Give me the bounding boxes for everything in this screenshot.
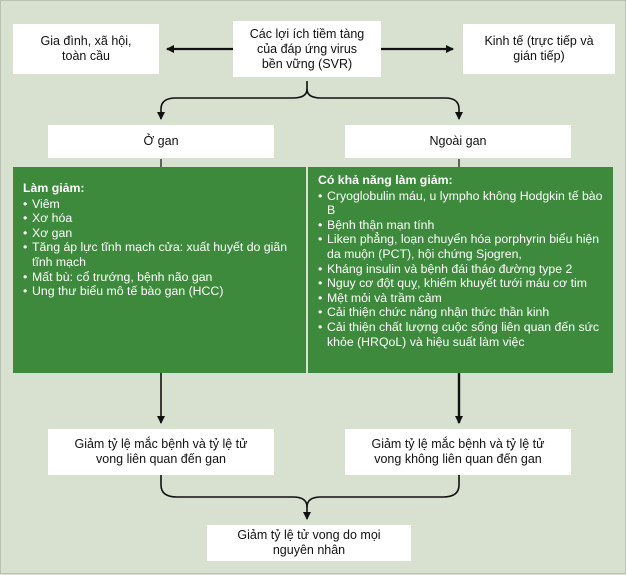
liver-benefits-list: ViêmXơ hóaXơ ganTăng áp lực tĩnh mạch cử… xyxy=(23,197,296,299)
benefit-item: Cryoglobulin máu, u lympho không Hodgkin… xyxy=(318,189,605,218)
benefit-item: Mất bù: cổ trướng, bệnh não gan xyxy=(23,270,296,285)
benefit-item: Cải thiện chất lượng cuộc sống liên quan… xyxy=(318,320,605,349)
merge-curve xyxy=(160,475,311,520)
benefit-item: Viêm xyxy=(23,197,296,212)
split-curve xyxy=(157,81,308,120)
benefit-item: Nguy cơ đột quỵ, khiếm khuyết tưới máu c… xyxy=(318,276,605,291)
benefit-item: Liken phẳng, loạn chuyển hóa porphyrin b… xyxy=(318,232,605,261)
benefit-item: Xơ gan xyxy=(23,226,296,241)
liver-benefits-panel: Làm giảm: ViêmXơ hóaXơ ganTăng áp lực tĩ… xyxy=(13,167,306,373)
extrahepatic-label-box: Ngoài gan xyxy=(345,125,571,158)
benefit-item: Kháng insulin và bệnh đái tháo đường typ… xyxy=(318,262,605,277)
family-society-box: Gia đình, xã hội,toàn cầu xyxy=(13,24,159,74)
benefit-item: Tăng áp lực tĩnh mạch cửa: xuất huyết do… xyxy=(23,240,296,269)
benefit-item: Bệnh thận mạn tính xyxy=(318,218,605,233)
extrahepatic-benefits-list: Cryoglobulin máu, u lympho không Hodgkin… xyxy=(318,189,605,350)
extra-panel-heading: Có khả năng làm giảm: xyxy=(318,173,453,187)
benefit-item: Xơ hóa xyxy=(23,211,296,226)
benefit-item: Mệt mỏi và trầm cảm xyxy=(318,291,605,306)
benefit-item: Ung thư biểu mô tế bào gan (HCC) xyxy=(23,284,296,299)
liver-label-box: Ở gan xyxy=(48,125,274,158)
extrahepatic-benefits-panel: Có khả năng làm giảm: Cryoglobulin máu, … xyxy=(308,167,613,373)
liver-panel-heading: Làm giảm: xyxy=(23,181,85,195)
benefit-item: Cải thiện chức năng nhận thức thần kinh xyxy=(318,305,605,320)
